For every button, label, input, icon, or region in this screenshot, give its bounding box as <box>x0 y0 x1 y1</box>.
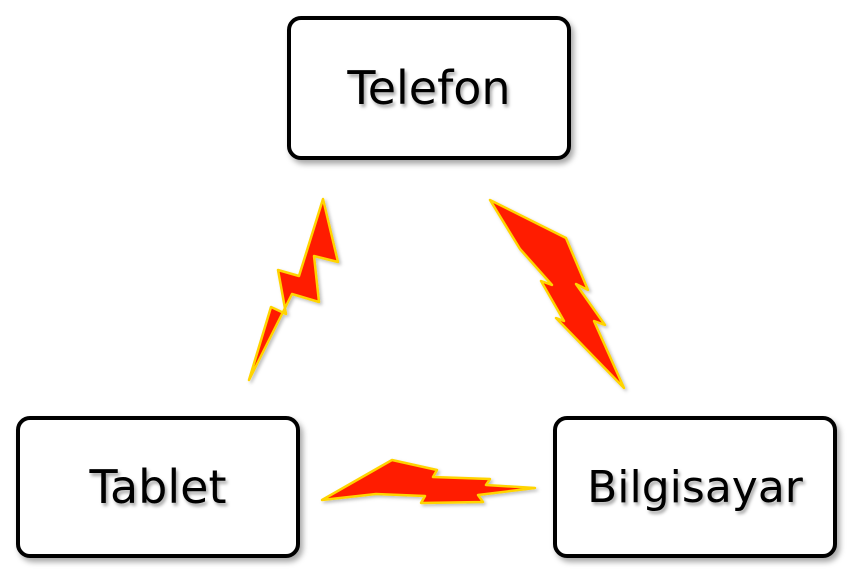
lightning-bolt-icon <box>488 198 626 390</box>
node-telefon: Telefon <box>287 16 571 160</box>
lightning-bolt-icon <box>247 197 340 382</box>
node-label-bilgisayar: Bilgisayar <box>587 461 803 513</box>
node-label-tablet: Tablet <box>89 460 227 514</box>
node-label-telefon: Telefon <box>347 61 511 115</box>
node-tablet: Tablet <box>16 416 300 558</box>
node-bilgisayar: Bilgisayar <box>553 416 837 558</box>
lightning-bolt-icon <box>320 458 537 505</box>
